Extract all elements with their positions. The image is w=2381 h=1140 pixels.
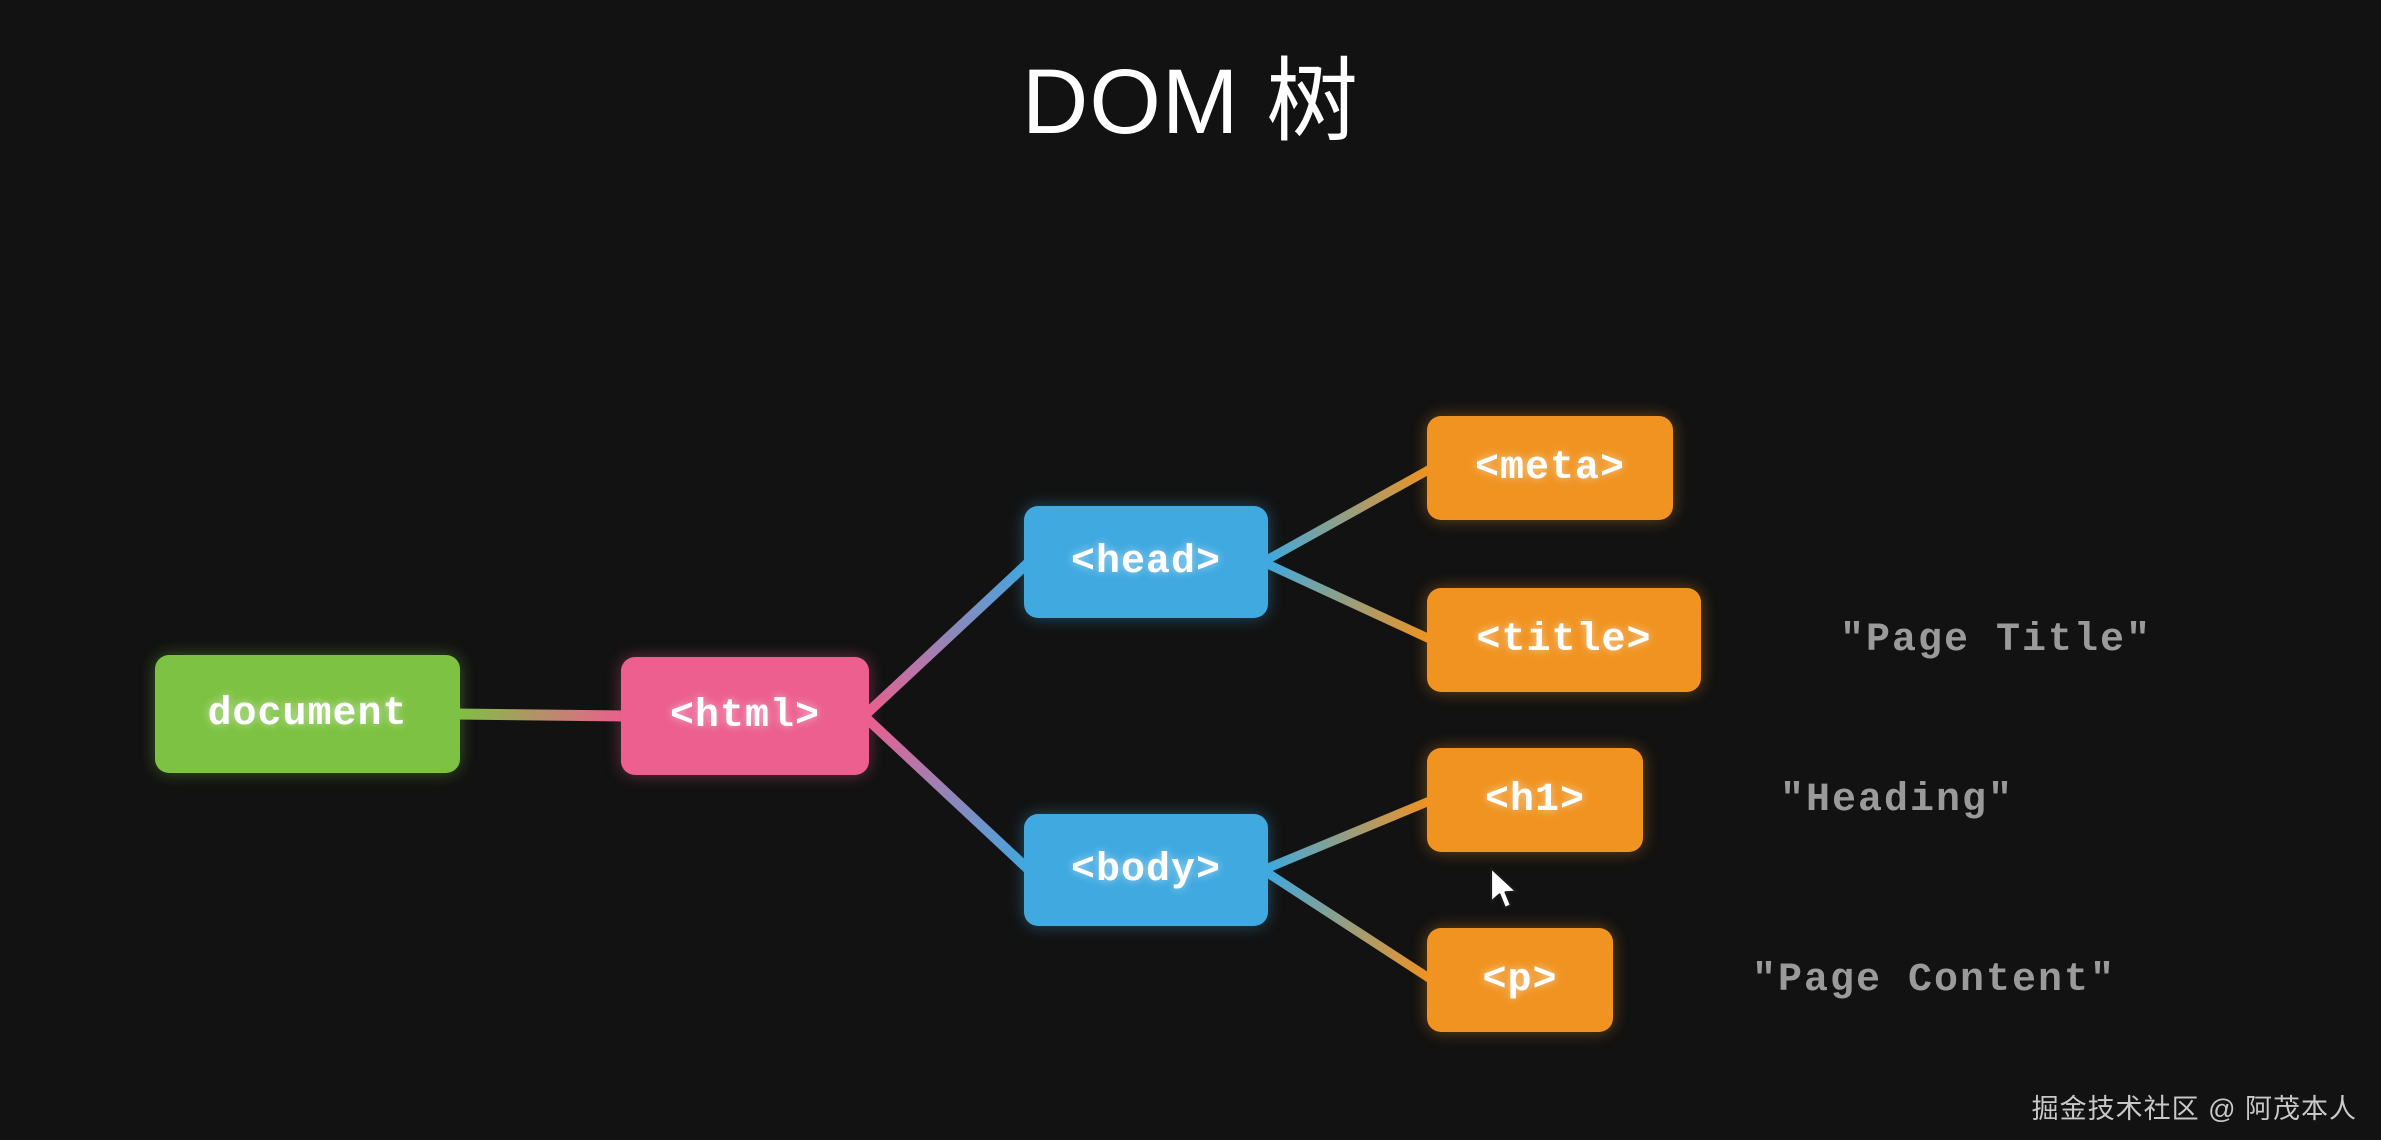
node-head[interactable]: <head> [1024,506,1268,618]
node-head-label: <head> [1070,539,1222,585]
node-p-label: <p> [1482,957,1558,1003]
title-text-value: "Page Title" [1840,618,2153,663]
node-document-label: document [207,691,408,737]
node-title-label: <title> [1476,617,1652,663]
node-body[interactable]: <body> [1024,814,1268,926]
node-title[interactable]: <title> [1427,588,1701,692]
h1-text-value: "Heading" [1780,778,2015,823]
node-p[interactable]: <p> [1427,928,1613,1032]
page-title: DOM 树 [1021,51,1360,153]
edge-body-p [1258,865,1437,985]
node-h1[interactable]: <h1> [1427,748,1643,852]
edge-html-head [859,557,1034,721]
p-text-value: "Page Content" [1752,958,2117,1003]
node-h1-label: <h1> [1484,777,1585,823]
edge-head-title [1258,557,1437,645]
node-meta-label: <meta> [1474,445,1626,491]
edge-head-meta [1258,463,1437,567]
edge-html-body [859,711,1034,875]
node-body-label: <body> [1070,847,1222,893]
node-meta[interactable]: <meta> [1427,416,1673,520]
node-html-label: <html> [669,693,821,739]
watermark: 掘金技术社区 @ 阿茂本人 [2031,1094,2357,1124]
edge-body-h1 [1258,795,1437,875]
node-document[interactable]: document [155,655,460,773]
node-html[interactable]: <html> [621,657,869,775]
edge-document-html [449,708,632,722]
mouse-pointer-icon [1489,866,1518,910]
